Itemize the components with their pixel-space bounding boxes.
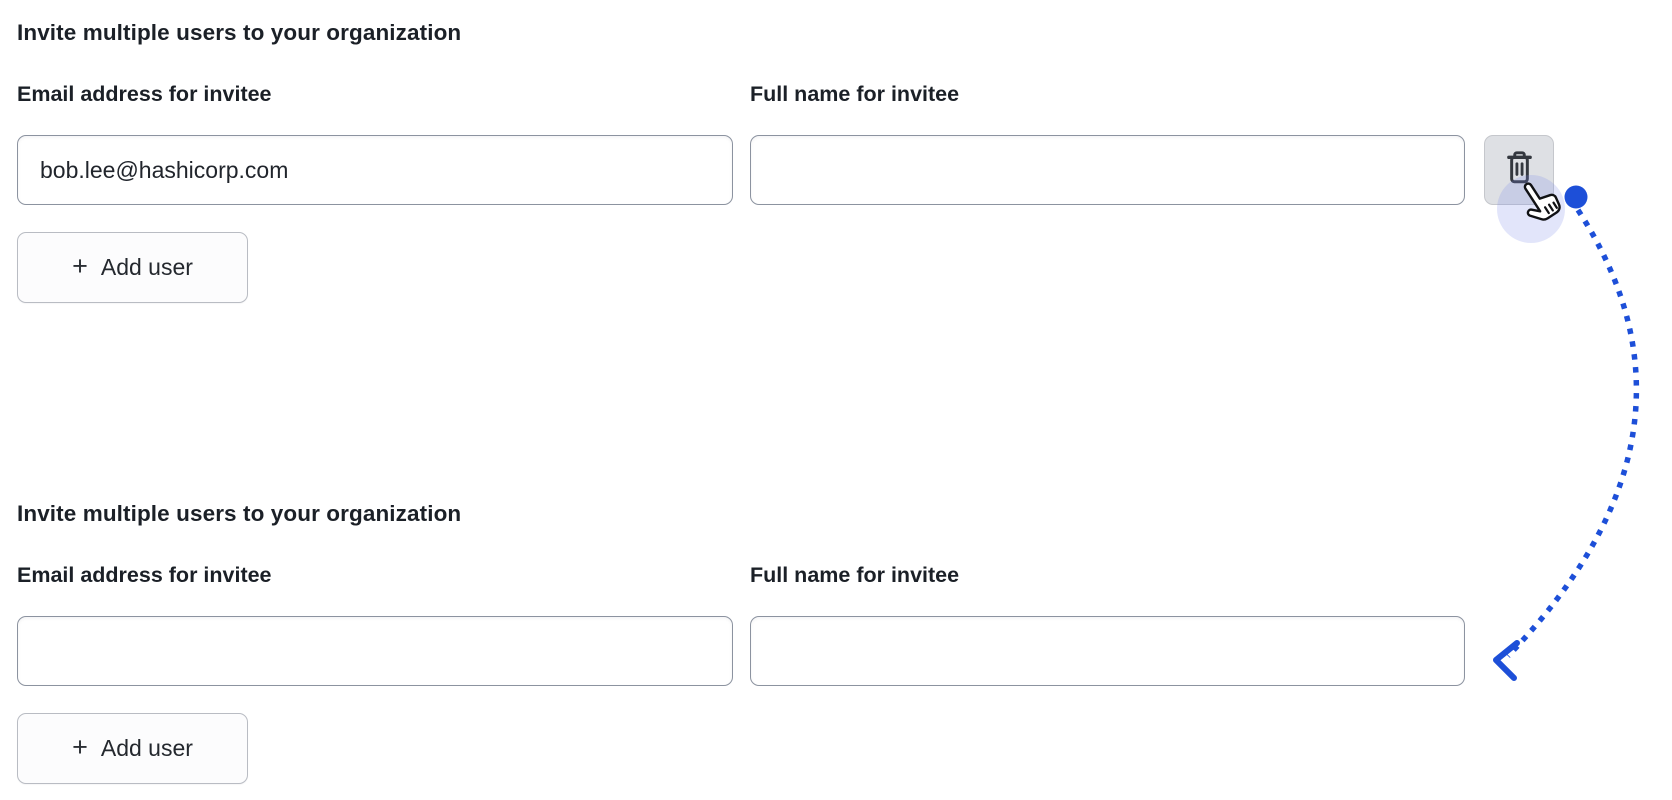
dotted-arrow-curve [1506,208,1640,658]
form-title: Invite multiple users to your organizati… [17,501,462,526]
email-label: Email address for invitee [17,82,272,106]
add-user-button-label: Add user [100,735,193,761]
plus-icon: + [72,251,88,281]
form-title: Invite multiple users to your organizati… [17,20,462,45]
email-label: Email address for invitee [17,563,272,587]
full-name-label: Full name for invitee [750,82,960,106]
email-input[interactable] [17,616,733,686]
delete-row-button[interactable] [1484,135,1554,205]
arrow-origin-dot [1564,185,1588,209]
full-name-input[interactable] [750,616,1465,686]
full-name-input[interactable] [750,135,1465,205]
plus-icon: + [72,732,88,762]
arrowhead-icon [1493,640,1520,681]
trash-icon [1506,151,1532,184]
add-user-button[interactable]: + Add user [17,232,248,303]
add-user-button[interactable]: + Add user [17,713,248,784]
full-name-label: Full name for invitee [750,563,960,587]
add-user-button-label: Add user [100,254,193,280]
email-input[interactable] [17,135,733,205]
